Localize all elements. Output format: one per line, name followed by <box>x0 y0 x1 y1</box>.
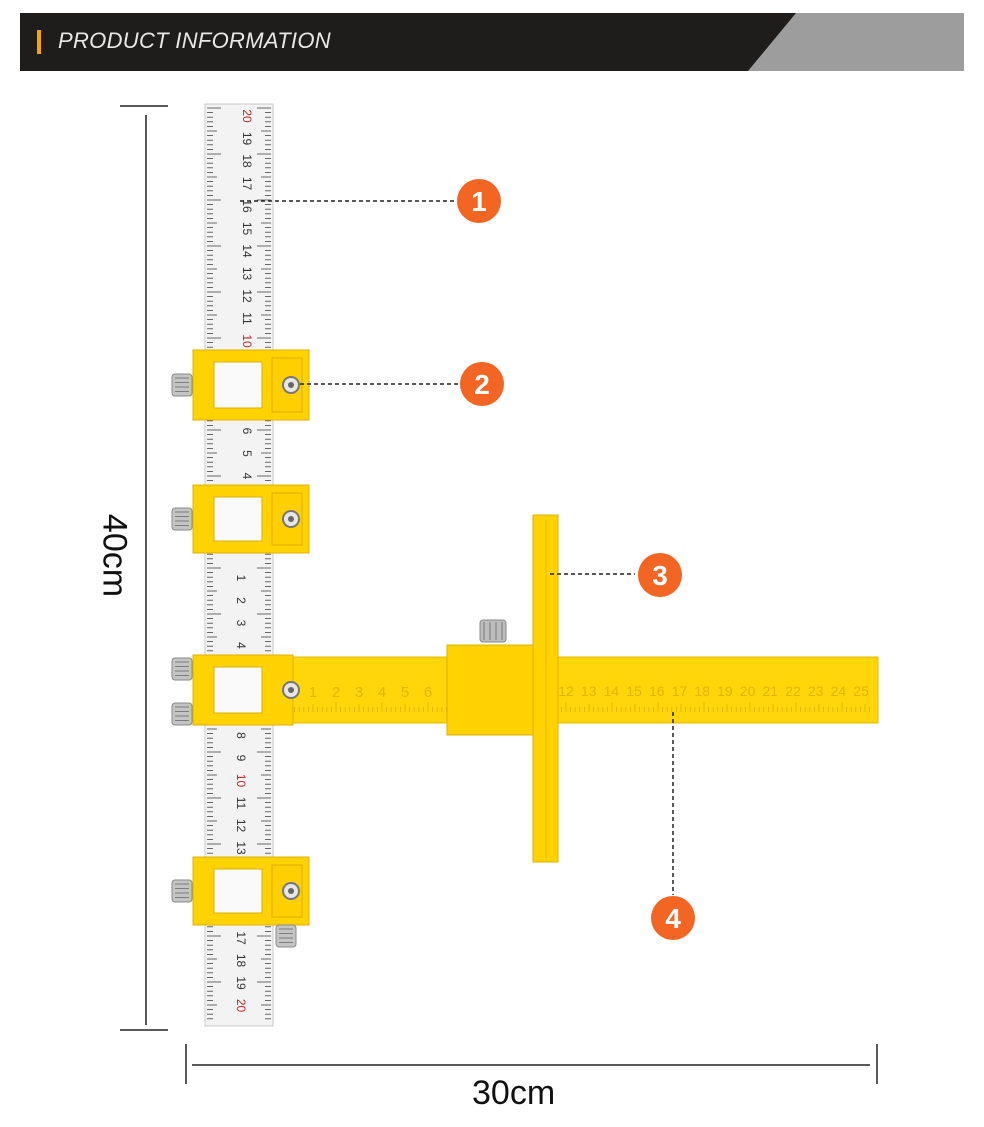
ruler-tick-label: 17 <box>240 177 254 191</box>
callout-4-label: 4 <box>665 903 681 934</box>
clamp-block <box>192 856 310 926</box>
thumb-screw <box>171 879 193 903</box>
ruler-tick-label: 9 <box>234 755 248 762</box>
arm-tick-label: 21 <box>763 683 779 699</box>
thumb-screw <box>171 657 193 681</box>
arm-tick-label: 1 <box>309 684 317 701</box>
width-dimension <box>185 1044 878 1084</box>
ruler-tick-label: 13 <box>234 841 248 855</box>
ruler-tick-label: 10 <box>240 334 254 348</box>
arm-tick-label: 20 <box>740 683 756 699</box>
header-banner: PRODUCT INFORMATION <box>20 13 964 71</box>
arm-tick-label: 4 <box>378 684 386 701</box>
ruler-tick-label: 4 <box>240 473 254 480</box>
ruler-tick-label: 20 <box>240 109 254 123</box>
ruler-tick-label: 3 <box>234 620 248 627</box>
callout-2: 2 <box>460 362 504 406</box>
callout-3-label: 3 <box>652 560 668 591</box>
ruler-tick-label: 1 <box>234 575 248 582</box>
width-label: 30cm <box>472 1074 556 1112</box>
ruler-tick-label: 11 <box>234 797 248 810</box>
arm-tick-label: 22 <box>785 683 801 699</box>
callout-3: 3 <box>638 553 682 597</box>
arm-tick-label: 23 <box>808 683 824 699</box>
height-label: 40cm <box>95 513 134 598</box>
ruler-tick-label: 5 <box>240 450 254 457</box>
height-dimension <box>120 105 168 1031</box>
ruler-tick-label: 17 <box>234 931 248 945</box>
arm-tick-label: 19 <box>717 683 733 699</box>
arm-tick-label: 2 <box>332 684 340 701</box>
clamp-block <box>192 484 310 554</box>
ruler-tick-label: 15 <box>240 222 254 236</box>
ruler-tick-label: 12 <box>240 289 254 303</box>
callout-4: 4 <box>651 896 695 940</box>
thumb-screw <box>171 702 193 726</box>
ruler-tick-label: 19 <box>234 976 248 990</box>
thumb-screw <box>171 373 193 397</box>
ruler-tick-label: 8 <box>234 732 248 739</box>
arm-clamp <box>192 654 300 726</box>
arm-tick-label: 6 <box>424 684 432 701</box>
ruler-tick-label: 2 <box>234 597 248 604</box>
callout-2-label: 2 <box>474 369 490 400</box>
arm-tick-label: 18 <box>694 683 710 699</box>
ruler-tick-label: 18 <box>234 954 248 968</box>
arm-tick-label: 12 <box>558 683 574 699</box>
callout-1-label: 1 <box>471 186 487 217</box>
arm-tick-label: 24 <box>831 683 847 699</box>
thumb-screw <box>171 507 193 531</box>
ruler-tick-label: 20 <box>234 999 248 1013</box>
ruler-tick-label: 19 <box>240 132 254 146</box>
arm-tick-label: 17 <box>672 683 688 699</box>
banner-title: PRODUCT INFORMATION <box>58 28 331 53</box>
ruler-tick-label: 12 <box>234 819 248 833</box>
arm-tick-label: 3 <box>355 684 363 701</box>
arm-tick-label: 14 <box>604 683 620 699</box>
arm-tick-label: 16 <box>649 683 665 699</box>
ruler-tick-label: 18 <box>240 154 254 168</box>
thumb-screw <box>275 924 297 948</box>
ruler-tick-label: 6 <box>240 428 254 435</box>
ruler-tick-label: 10 <box>234 774 248 788</box>
ruler-tick-label: 11 <box>240 312 254 325</box>
arm-tick-label: 13 <box>581 683 597 699</box>
ruler-tick-label: 14 <box>240 244 254 258</box>
ruler-tick-label: 4 <box>234 642 248 649</box>
arm-tick-label: 5 <box>401 684 409 701</box>
ruler-tick-label: 16 <box>240 199 254 213</box>
depth-guide <box>532 514 559 863</box>
arm-tick-label: 25 <box>853 683 869 699</box>
ruler-tick-label: 13 <box>240 267 254 281</box>
banner-accent <box>37 30 41 54</box>
leader-lines <box>240 200 674 895</box>
clamp-block <box>192 349 310 421</box>
callout-1: 1 <box>457 179 501 223</box>
arm-tick-label: 15 <box>626 683 642 699</box>
